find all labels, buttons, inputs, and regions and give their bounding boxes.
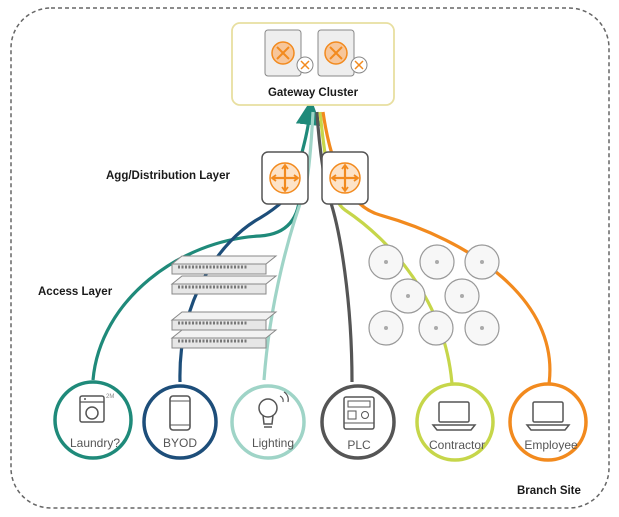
access-point-icon: [368, 310, 404, 346]
laptop-icon: [431, 401, 477, 431]
endpoint-lighting-label: Lighting: [252, 436, 294, 450]
link-laundry: [91, 189, 302, 381]
access-point-icon: [368, 244, 404, 280]
washing-machine-icon: 2M: [79, 394, 114, 423]
endpoint-contractor: Contractor: [415, 382, 495, 462]
link-plc: [315, 111, 354, 383]
access-point-icon: [464, 310, 500, 346]
endpoint-byod-label: BYOD: [163, 436, 197, 450]
access-point-icon: [418, 310, 454, 346]
access-switch-stack: [170, 255, 278, 349]
gateway-cluster: Gateway Cluster: [231, 22, 395, 106]
access-point-icon: [419, 244, 455, 280]
access-switch-icon: [170, 311, 278, 331]
access-points: [368, 244, 500, 346]
access-switch-icon: [170, 275, 278, 295]
branch-site-label: Branch Site: [517, 485, 581, 497]
branch-site-boundary: [10, 7, 610, 509]
agg-switch-1: [261, 151, 309, 205]
gateway-router-icon: [264, 29, 368, 77]
agg-switch-2: [321, 151, 369, 205]
endpoint-lighting: Lighting: [230, 384, 306, 460]
endpoint-laundry-label: Laundry?: [70, 436, 120, 450]
lightbulb-icon: [258, 391, 289, 428]
endpoint-contractor-label: Contractor: [429, 438, 485, 452]
access-switch-icon: [170, 255, 278, 275]
access-point-icon: [444, 278, 480, 314]
smartphone-icon: [169, 395, 191, 431]
plc-icon: [343, 396, 375, 430]
svg-text:2M: 2M: [106, 394, 114, 400]
endpoint-employee-label: Employee: [524, 438, 578, 452]
laptop-icon: [525, 401, 571, 431]
endpoint-byod: BYOD: [142, 384, 218, 460]
access-switch-icon: [170, 329, 278, 349]
gateway-cluster-label: Gateway Cluster: [268, 87, 359, 99]
agg-layer-label: Agg/Distribution Layer: [106, 170, 230, 182]
access-point-icon: [390, 278, 426, 314]
endpoint-employee: Employee: [508, 382, 588, 462]
endpoint-plc: PLC: [320, 384, 396, 460]
endpoint-plc-label: PLC: [347, 438, 371, 452]
access-layer-label: Access Layer: [38, 286, 113, 298]
access-point-icon: [464, 244, 500, 280]
endpoint-laundry: 2M Laundry?: [53, 380, 133, 460]
